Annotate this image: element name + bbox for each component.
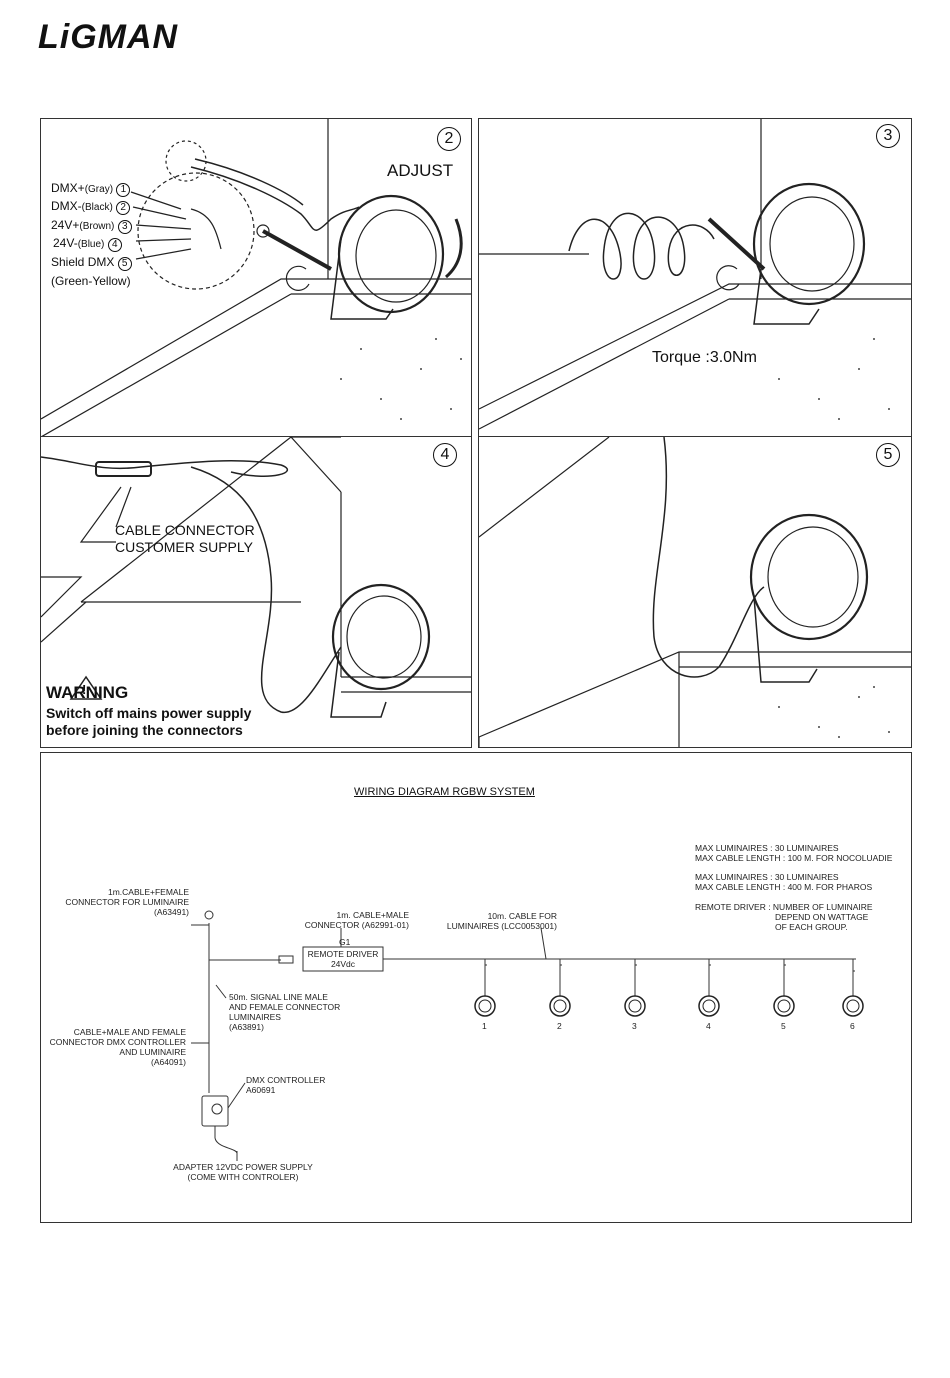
luminaire-number: 3 — [632, 1021, 637, 1031]
connector-label-line1: CABLE CONNECTOR — [115, 522, 255, 538]
wire-label-24v-plus: 24V+(Brown) 3 — [51, 218, 132, 234]
step-number-badge: 5 — [876, 443, 900, 467]
label-g1: G1 — [339, 937, 351, 947]
label-adapter: ADAPTER 12VDC POWER SUPPLY (COME WITH CO… — [173, 1162, 313, 1182]
label-dmx-controller: DMX CONTROLLER A60691 — [246, 1075, 326, 1095]
luminaire-lens — [777, 999, 791, 1013]
panel-step-5: 5 — [478, 436, 912, 748]
wire-label-dmx-plus: DMX+(Gray) 1 — [51, 181, 131, 197]
luminaire-number: 6 — [850, 1021, 855, 1031]
luminaire-icon — [624, 995, 646, 1017]
wire-label-shield: Shield DMX 5 — [51, 255, 132, 271]
panel-step-4: 4 CABLE CONNECTOR CUSTOMER SUPPLY ! WARN… — [40, 436, 472, 748]
label-dmx-cable: CABLE+MALE AND FEMALE CONNECTOR DMX CONT… — [49, 1027, 186, 1067]
remote-driver-label: REMOTE DRIVER 24Vdc — [307, 949, 379, 969]
warning-heading: WARNING — [46, 683, 129, 702]
label-male-connector: 1m. CABLE+MALE CONNECTOR (A62991-01) — [304, 910, 409, 930]
wiring-diagram-panel: WIRING DIAGRAM RGBW SYSTEM MAX LUMINAIRE… — [40, 752, 912, 1223]
wire-label-24v-minus: 24V-(Blue) 4 — [53, 236, 122, 252]
luminaire-number: 2 — [557, 1021, 562, 1031]
luminaire-icon — [698, 995, 720, 1017]
note-max-cable-length-1: MAX CABLE LENGTH : 100 M. FOR NOCOLUADIE — [695, 853, 893, 863]
warning-text-line1: Switch off mains power supply — [46, 705, 252, 721]
diagram-title: WIRING DIAGRAM RGBW SYSTEM — [354, 786, 535, 798]
wiring-diagram — [191, 910, 864, 1161]
luminaire-lens — [628, 999, 642, 1013]
luminaire-icon — [773, 995, 795, 1017]
warning-icon: ! — [82, 682, 87, 697]
adjust-illustration — [41, 119, 471, 437]
luminaire-lens — [846, 999, 860, 1013]
luminaire-icon — [842, 995, 864, 1017]
warning-text-line2: before joining the connectors — [46, 722, 243, 738]
torque-value: Torque :3.0Nm — [652, 349, 757, 366]
ligman-logo: LiGMAN — [38, 18, 179, 56]
step-number-badge: 3 — [876, 124, 900, 148]
step-number-badge: 2 — [437, 127, 461, 151]
luminaire-lens — [478, 999, 492, 1013]
panel-step-2: 2 ADJUST DMX+(Gray) 1 DMX-(Black) 2 24V+… — [40, 118, 472, 438]
luminaire-icon — [549, 995, 571, 1017]
label-signal-line: 50m. SIGNAL LINE MALE AND FEMALE CONNECT… — [229, 992, 341, 1032]
wire-label-dmx-minus: DMX-(Black) 2 — [51, 199, 131, 215]
luminaire-icon — [474, 995, 496, 1017]
luminaire-number: 1 — [482, 1021, 487, 1031]
luminaire-lens — [702, 999, 716, 1013]
label-female-connector: 1m.CABLE+FEMALE CONNECTOR FOR LUMINAIRE … — [65, 887, 189, 917]
installed-illustration — [479, 437, 911, 747]
adjust-title: ADJUST — [387, 161, 454, 180]
shield-color-note: (Green-Yellow) — [51, 274, 131, 288]
luminaire-number: 5 — [781, 1021, 786, 1031]
luminaire-lens — [553, 999, 567, 1013]
label-luminaire-cable: 10m. CABLE FOR LUMINAIRES (LCC0053001) — [446, 911, 557, 931]
connector-illustration — [41, 437, 471, 718]
step-number-badge: 4 — [433, 443, 457, 467]
note-max-cable-length-2: MAX CABLE LENGTH : 400 M. FOR PHAROS — [695, 882, 873, 892]
torque-illustration — [479, 119, 911, 430]
note-max-luminaires-2: MAX LUMINAIRES : 30 LUMINAIRES — [695, 872, 839, 882]
note-remote-driver-3: OF EACH GROUP. — [775, 922, 848, 932]
luminaire-number: 4 — [706, 1021, 711, 1031]
connector-label-line2: CUSTOMER SUPPLY — [115, 539, 253, 555]
panel-step-3: 3 Torque :3.0Nm — [478, 118, 912, 438]
note-remote-driver-1: REMOTE DRIVER : NUMBER OF LUMINAIRE — [695, 902, 873, 912]
note-remote-driver-2: DEPEND ON WATTAGE — [775, 912, 869, 922]
note-max-luminaires-1: MAX LUMINAIRES : 30 LUMINAIRES — [695, 843, 839, 853]
